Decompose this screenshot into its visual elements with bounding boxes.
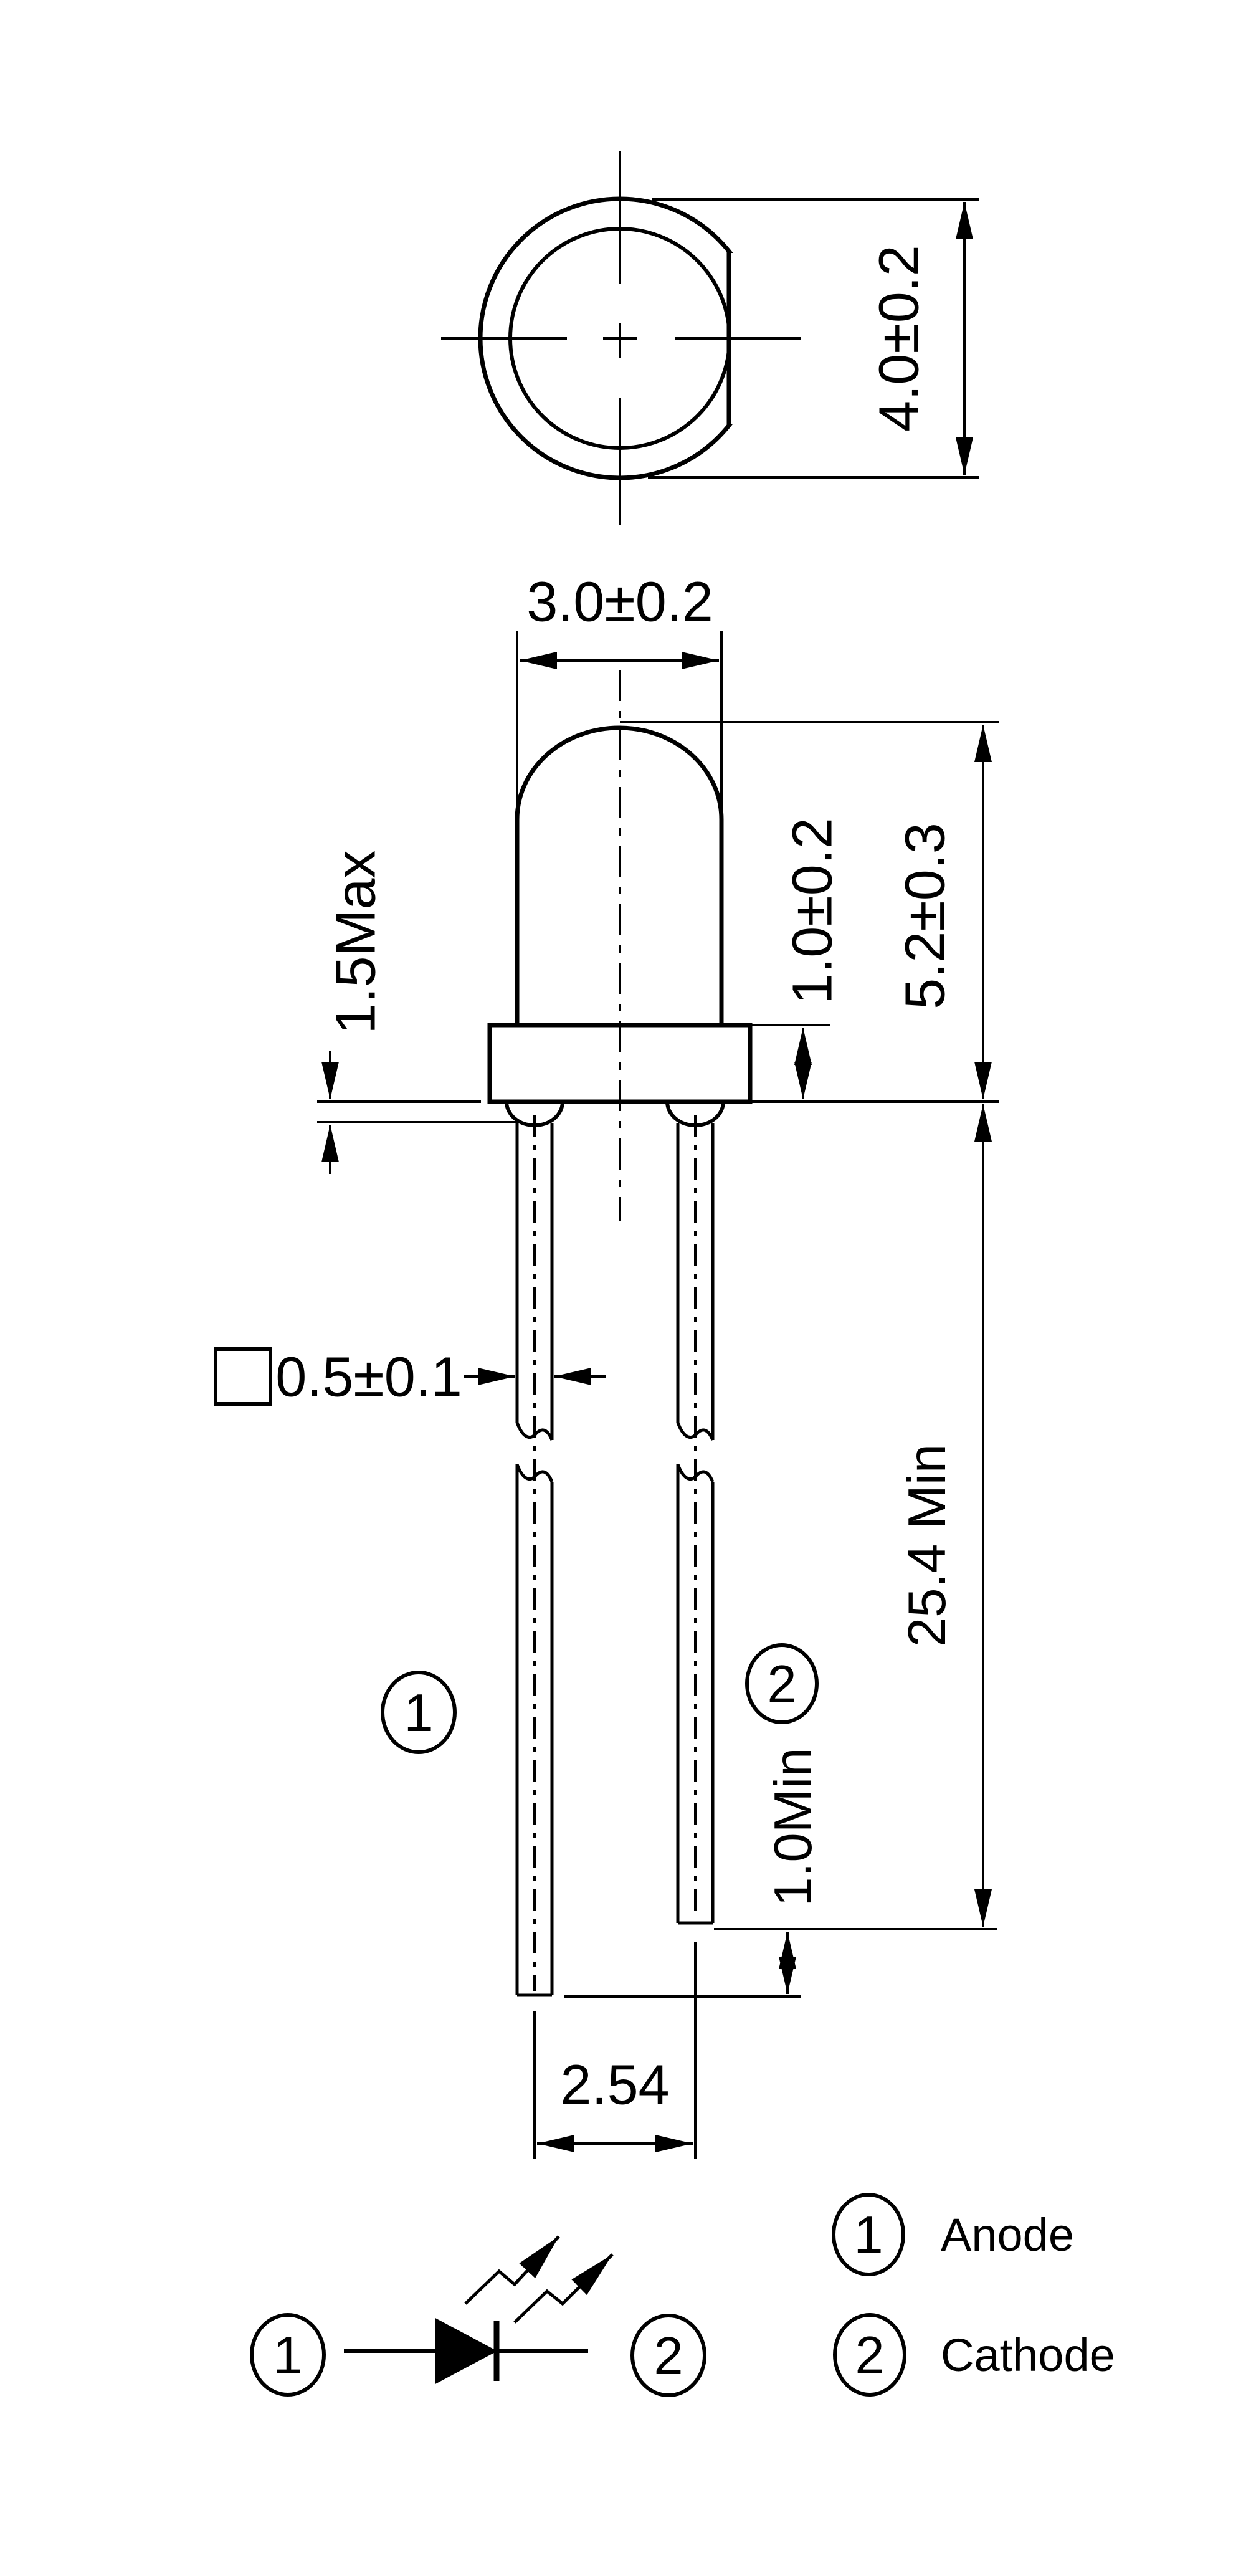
- anode-lead: [515, 1115, 554, 1997]
- led-top-view: 4.0±0.2: [441, 151, 979, 525]
- legend-pin2-label: Cathode: [941, 2329, 1115, 2381]
- dim-label-body-width: 3.0±0.2: [526, 571, 713, 634]
- dim-label-flange-thickness: 1.0±0.2: [782, 818, 844, 1004]
- pin2-callout-number: 2: [767, 1655, 796, 1714]
- led-side-view: 3.0±0.2: [214, 571, 999, 2159]
- dim-label-lead-tip-diff: 1.0Min: [764, 1747, 823, 1906]
- pin1-callout: 1: [381, 1671, 457, 1754]
- legend-item-cathode: 2 Cathode: [833, 2313, 1115, 2397]
- led-dome: [515, 725, 724, 820]
- dim-label-body-height: 5.2±0.3: [895, 823, 957, 1009]
- legend-pin2-circle: [833, 2313, 906, 2397]
- dim-label-lead-pitch: 2.54: [560, 2054, 669, 2117]
- legend-pin1-circle: [832, 2193, 905, 2276]
- pin2-callout: 2: [745, 1643, 819, 1724]
- light-emission-arrow-1: [464, 2235, 560, 2305]
- pin-legend: 1 Anode 2 Cathode: [832, 2193, 1115, 2397]
- cathode-lead: [676, 1115, 715, 1925]
- schematic-pin1-number: 1: [273, 2326, 302, 2385]
- dim-label-lead-length: 25.4 Min: [898, 1444, 957, 1647]
- schematic-pin2-number: 2: [654, 2327, 683, 2386]
- diode-triangle: [435, 2317, 498, 2385]
- dim-label-top-height: 4.0±0.2: [868, 245, 931, 432]
- pin2-callout-circle: [745, 1643, 819, 1724]
- schematic-pin2-circle: [630, 2314, 706, 2397]
- schematic-pin1-circle: [250, 2313, 326, 2397]
- square-section-symbol: [214, 1347, 272, 1406]
- light-emission-arrow-2: [513, 2253, 614, 2324]
- dim-label-lead-width: 0.5±0.1: [275, 1347, 462, 1409]
- legend-pin1-number: 1: [854, 2206, 883, 2265]
- dim-label-standoff: 1.5Max: [325, 850, 388, 1034]
- pin1-callout-circle: [381, 1671, 457, 1754]
- led-schematic-symbol: 1 2: [250, 2235, 706, 2397]
- legend-pin1-label: Anode: [941, 2209, 1074, 2261]
- pin1-callout-number: 1: [404, 1684, 433, 1743]
- legend-item-anode: 1 Anode: [832, 2193, 1074, 2276]
- legend-pin2-number: 2: [855, 2326, 884, 2385]
